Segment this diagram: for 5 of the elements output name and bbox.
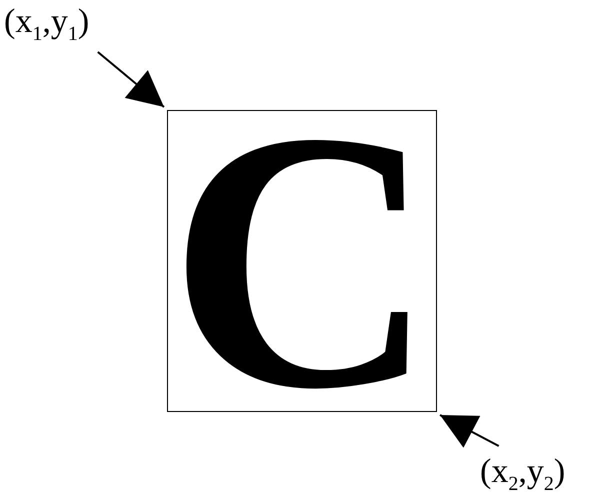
coordinate-label: (x$_{2}$,y$_{2}$) [480,452,604,496]
coordinate-label: (x$_{1}$,y$_{1}$) [4,2,128,46]
arrow [440,414,500,448]
arrow [97,51,165,108]
letter-glyph: C [168,111,436,411]
